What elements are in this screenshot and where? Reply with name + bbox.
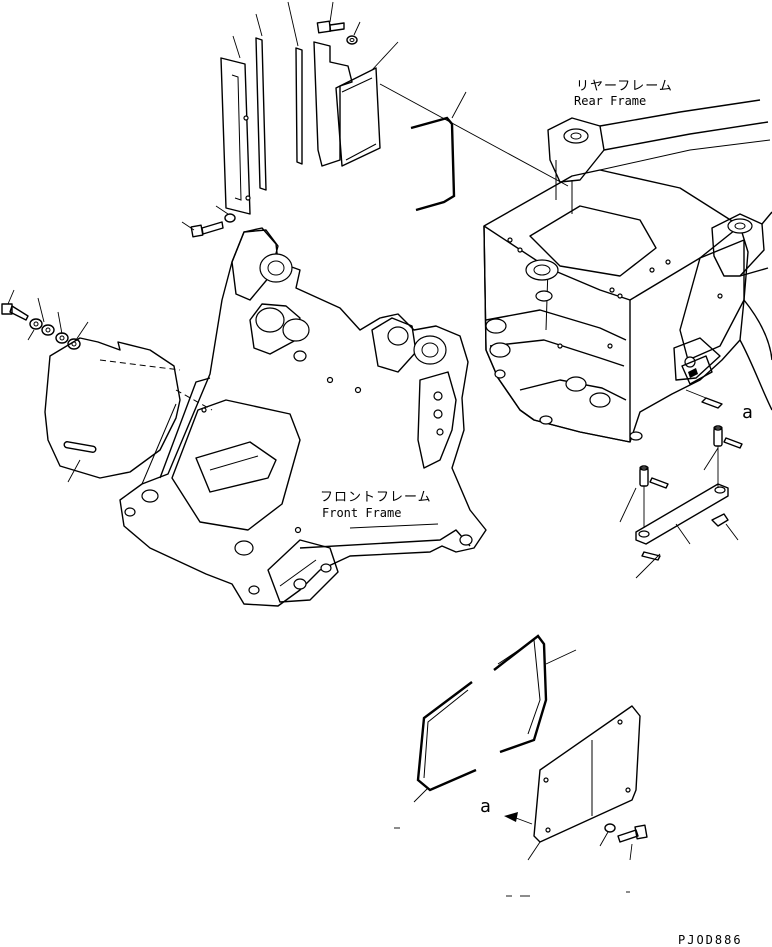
side-cover-left — [44, 337, 213, 483]
bolt-icon — [617, 824, 648, 843]
callout-a-label: a — [480, 796, 491, 817]
bolt-washer-front-top — [181, 205, 236, 238]
washer-icon — [67, 338, 81, 350]
lower-seal-left — [413, 681, 477, 803]
u-seal-small — [410, 91, 467, 212]
lower-cover-plate — [527, 705, 641, 861]
bolt-icon — [1, 303, 29, 321]
drawing-code: PJOD886 — [678, 933, 743, 947]
pin-icon — [639, 465, 649, 487]
lower-seal-right — [493, 634, 577, 754]
washer-icon — [604, 823, 616, 833]
pin-icon — [723, 437, 743, 449]
rear-frame — [483, 99, 772, 443]
washer-icon — [55, 332, 69, 344]
front-frame-label-en: Front Frame — [322, 506, 401, 520]
front-frame-label-jp: フロントフレーム — [320, 490, 432, 505]
washer-icon — [29, 318, 43, 330]
callout-a-lower: a — [480, 796, 533, 825]
bolt-icon — [190, 221, 224, 238]
bolt-icon — [316, 20, 345, 34]
lock-bar-assembly — [619, 425, 743, 579]
upper-cover-plates — [220, 1, 569, 215]
washer-icon — [224, 213, 236, 223]
pin-icon — [649, 477, 669, 489]
callout-a-label: a — [742, 402, 753, 423]
rear-frame-label-jp: リヤーフレーム — [576, 79, 673, 94]
washer-icon — [41, 324, 55, 336]
front-frame — [119, 227, 487, 607]
callout-a-upper: a — [685, 389, 753, 423]
rear-frame-label-en: Rear Frame — [574, 94, 646, 108]
pin-icon — [713, 425, 723, 447]
bolt-washer-lower — [599, 823, 648, 861]
washer-icon — [346, 35, 358, 45]
bolt-stack-left — [1, 289, 89, 350]
